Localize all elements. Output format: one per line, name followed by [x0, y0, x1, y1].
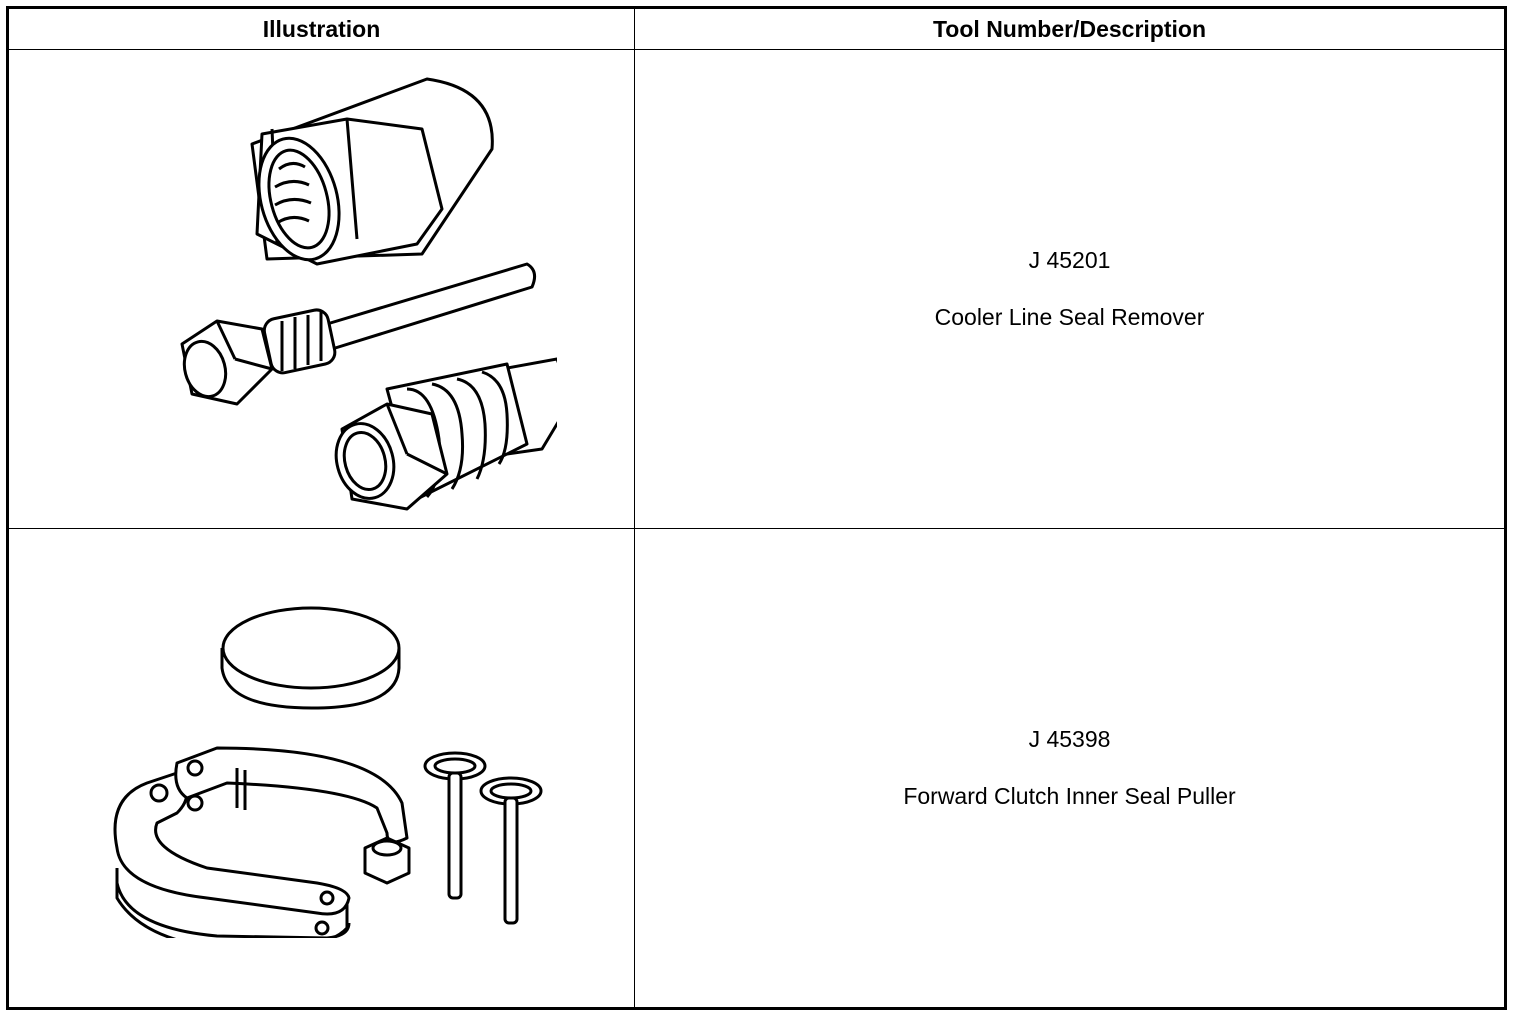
- cooler-line-seal-remover-illustration: [180, 77, 557, 511]
- special-tools-table: Illustration Tool Number/Description: [6, 6, 1507, 1010]
- socket-drawing: [250, 77, 494, 266]
- disc-drawing: [220, 606, 400, 710]
- header-tool-number-description: Tool Number/Description: [634, 7, 1506, 50]
- forward-clutch-inner-seal-puller-illustration: [113, 606, 542, 938]
- table-row: J 45201 Cooler Line Seal Remover: [7, 49, 1506, 529]
- t-pins-drawing: [423, 751, 542, 925]
- tool-description: Cooler Line Seal Remover: [934, 304, 1205, 330]
- tool-number: J 45201: [1028, 247, 1111, 273]
- tool-description: Forward Clutch Inner Seal Puller: [903, 783, 1236, 809]
- tool-number: J 45398: [1028, 726, 1111, 752]
- illustration-cell: [7, 49, 635, 529]
- description-cell: J 45398 Forward Clutch Inner Seal Puller: [634, 528, 1506, 1009]
- illustration-cell: [7, 528, 635, 1009]
- header-illustration: Illustration: [7, 7, 635, 50]
- table-row: J 45398 Forward Clutch Inner Seal Puller: [7, 528, 1506, 1009]
- description-cell: J 45201 Cooler Line Seal Remover: [634, 49, 1506, 529]
- rod-tool-drawing: [180, 262, 536, 406]
- split-ring-drawing: [113, 746, 410, 938]
- table-header-row: Illustration Tool Number/Description: [7, 7, 1506, 50]
- collet-tool-drawing: [334, 357, 557, 511]
